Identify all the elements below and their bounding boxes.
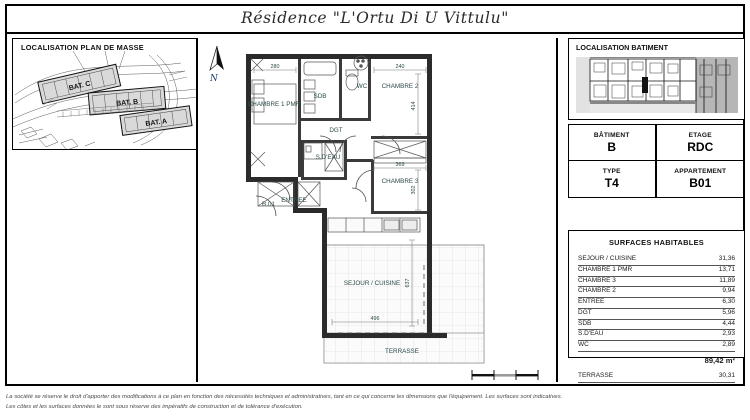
room-label-chambre2: CHAMBRE 2 — [382, 83, 419, 90]
surface-room-name: WC — [578, 340, 682, 352]
site-plan-drawing: BAT. C BAT. B BAT. A — [13, 50, 196, 149]
north-arrow: N — [202, 44, 236, 90]
site-building-label-c: BAT. C — [68, 81, 91, 93]
surface-room-area: 2,89 — [681, 340, 735, 352]
terrasse-label: TERRASSE — [578, 372, 682, 383]
appartement-label: APPARTEMENT — [674, 168, 727, 175]
surface-total-value: 89,42 m² — [704, 355, 735, 365]
surfaces-header: SURFACES HABITABLES — [608, 238, 705, 247]
surface-room-area: 11,89 — [681, 276, 735, 288]
room-label-sejour: SEJOUR / CUISINE — [344, 280, 400, 287]
divider-right — [556, 38, 558, 382]
info-cell-type: TYPE T4 — [569, 161, 657, 197]
room-label-sdeau: S.D'EAU — [316, 154, 341, 161]
room-label-dgt: DGT — [329, 127, 342, 134]
surface-room-area: 6,30 — [681, 297, 735, 309]
dimension-302: 302 — [411, 186, 417, 195]
scale-bar — [470, 368, 542, 382]
type-label: TYPE — [602, 168, 621, 175]
batiment-value: B — [607, 139, 617, 154]
surface-room-name: CHAMBRE 2 — [578, 286, 682, 299]
etage-label: ETAGE — [688, 131, 712, 139]
dimension-240: 240 — [396, 64, 405, 70]
info-cell-batiment: BÂTIMENT B — [569, 125, 657, 161]
room-label-entree: ENTREE — [281, 197, 307, 204]
surface-room-area: 13,71 — [681, 265, 735, 277]
terrasse-area: 30,31 — [681, 372, 735, 383]
scale-bar-glyph — [471, 370, 539, 380]
dimension-280: 280 — [271, 64, 280, 70]
surface-room-name: S.D'EAU — [578, 329, 682, 342]
info-cell-appartement: APPARTEMENT B01 — [657, 161, 745, 197]
divider-left — [196, 38, 198, 382]
surface-room-area: 5,96 — [681, 308, 735, 320]
room-label-chambre3: CHAMBRE 3 — [382, 178, 419, 185]
surface-room-name: SEJOUR / CUISINE — [578, 255, 682, 266]
room-label-wc: WC — [357, 83, 368, 90]
apartment-floor-plan: CHAMBRE 1 PMR SDB WC CHAMBRE 2 DGT S.D'E… — [232, 40, 522, 380]
site-plan-panel: LOCALISATION PLAN DE MASSE BAT. C — [12, 38, 197, 150]
page-title: Résidence "L'Ortu Di U Vittulu" — [241, 9, 509, 27]
footer-disclaimer: La société se réserve le droit d'apporte… — [6, 392, 746, 413]
surface-total-row: 89,42 m² — [578, 351, 735, 367]
room-label-chambre1: CHAMBRE 1 PMR — [248, 101, 301, 108]
appartement-value: B01 — [689, 176, 712, 190]
surface-room-name: SDB — [578, 319, 682, 331]
surface-room-area: 9,94 — [681, 286, 735, 299]
footer-line-2: Les côtes et les surfaces données le son… — [6, 404, 303, 411]
building-location-header: LOCALISATION BATIMENT — [576, 43, 668, 52]
dimension-414: 414 — [411, 102, 417, 111]
type-value: T4 — [604, 176, 619, 190]
surface-room-name: CHAMBRE 1 PMR — [578, 265, 682, 277]
north-arrow-glyph — [209, 45, 224, 72]
site-building-label-b: BAT. B — [116, 99, 139, 108]
surface-room-area: 2,93 — [681, 329, 735, 342]
room-label-sdb: SDB — [314, 93, 327, 100]
room-label-terrasse: TERRASSE — [385, 348, 419, 355]
dimension-496: 496 — [371, 316, 380, 322]
surface-room-name: CHAMBRE 3 — [578, 276, 682, 288]
north-label: N — [210, 74, 218, 84]
door-label-b01: B.01 — [262, 201, 275, 208]
building-location-drawing — [576, 57, 738, 113]
dimension-369: 369 — [396, 162, 405, 168]
etage-value: RDC — [687, 139, 714, 154]
info-cell-etage: ETAGE RDC — [656, 125, 744, 161]
site-plan-header: LOCALISATION PLAN DE MASSE — [21, 43, 144, 52]
title-bar: Résidence "L'Ortu Di U Vittulu" — [5, 4, 745, 34]
surface-room-name: DGT — [578, 308, 682, 320]
apartment-info-table: BÂTIMENT B ETAGE RDC TYPE T4 APPARTEMENT… — [568, 124, 745, 198]
footer-line-1: La société se réserve le droit d'apporte… — [6, 394, 563, 400]
dimension-637: 637 — [405, 279, 411, 288]
site-building-label-a: BAT. A — [145, 118, 168, 128]
surface-room-area: 31,36 — [681, 255, 735, 266]
batiment-label: BÂTIMENT — [593, 131, 630, 139]
building-location-panel: LOCALISATION BATIMENT — [568, 38, 745, 120]
floor-plan-drawing: CHAMBRE 1 PMR SDB WC CHAMBRE 2 DGT S.D'E… — [246, 54, 485, 364]
surface-room-name: ENTREE — [578, 297, 682, 309]
surface-room-area: 4,44 — [681, 319, 735, 331]
